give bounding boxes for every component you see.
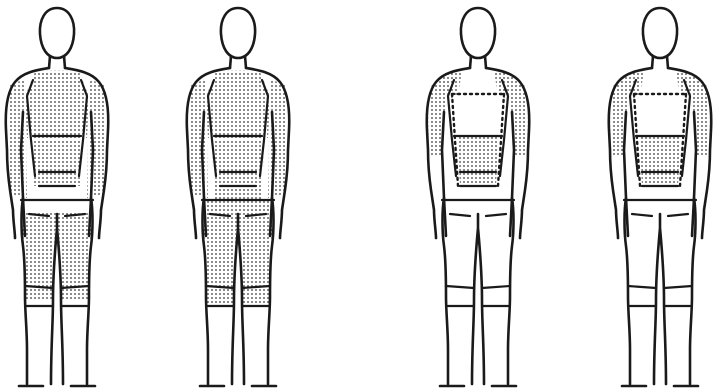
figure-panel-a bbox=[6, 8, 108, 386]
shaded-region-back-panel bbox=[640, 136, 680, 186]
shaded-region-lower-back bbox=[212, 140, 264, 200]
figure-panel-b bbox=[187, 8, 289, 386]
shaded-region-lower-back bbox=[31, 140, 83, 186]
shaded-region-upper-back bbox=[206, 71, 270, 139]
figure-panel-c bbox=[427, 8, 529, 386]
shaded-region-upper-back bbox=[25, 71, 89, 139]
shaded-region-back-panel bbox=[458, 136, 498, 186]
figure-panel-d bbox=[609, 8, 711, 386]
